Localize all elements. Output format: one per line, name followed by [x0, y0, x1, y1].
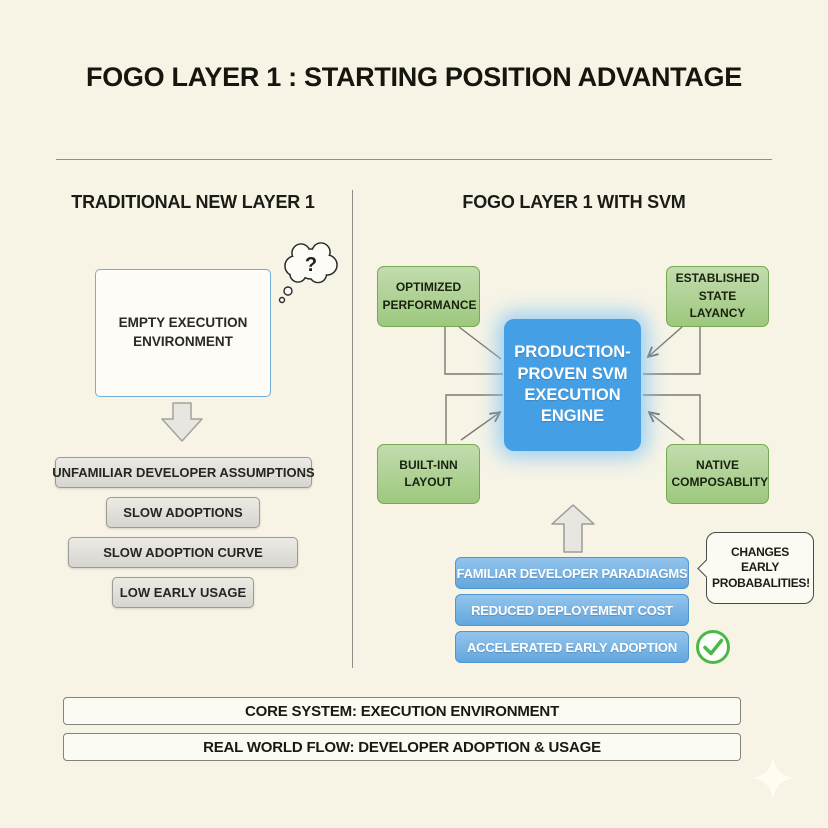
feature-optimized-performance: OPTIMIZED PERFORMANCE — [377, 266, 480, 327]
consequence-slow-adoption-curve: SLOW ADOPTION CURVE — [68, 537, 298, 568]
benefit-reduced-deployment-cost: REDUCED DEPLOYEMENT COST — [455, 594, 689, 626]
sparkle-icon — [752, 757, 794, 799]
consequence-label: LOW EARLY USAGE — [119, 585, 247, 600]
consequence-label: UNFAMILIAR DEVELOPER ASSUMPTIONS — [52, 465, 315, 480]
consequence-slow-adoptions: SLOW ADOPTIONS — [106, 497, 260, 528]
empty-execution-environment-box: EMPTY EXECUTION ENVIRONMENT — [95, 269, 271, 397]
page-title: FOGO LAYER 1 : STARTING POSITION ADVANTA… — [86, 62, 742, 92]
footer-real-world-flow: REAL WORLD FLOW: DEVELOPER ADOPTION & US… — [63, 733, 741, 761]
feature-label: OPTIMIZED PERFORMANCE — [382, 280, 477, 312]
right-panel-heading: FOGO LAYER 1 WITH SVM — [462, 192, 686, 212]
consequence-low-early-usage: LOW EARLY USAGE — [112, 577, 254, 608]
callout-speech-bubble: CHANGES EARLY PROBABALITIES! — [706, 532, 814, 604]
thought-bubble-icon: ? — [278, 242, 338, 304]
consequence-label: SLOW ADOPTION CURVE — [103, 545, 263, 560]
feature-label: BUILT-INN LAYOUT — [399, 457, 458, 489]
footer-core-system: CORE SYSTEM: EXECUTION ENVIRONMENT — [63, 697, 741, 725]
consequence-unfamiliar-assumptions: UNFAMILIAR DEVELOPER ASSUMPTIONS — [52, 457, 315, 488]
benefit-familiar-developer-paradigms: FAMILIAR DEVELOPER PARADIAGMS — [455, 557, 689, 589]
benefit-label: REDUCED DEPLOYEMENT COST — [471, 602, 673, 618]
empty-execution-environment-label: EMPTY EXECUTION ENVIRONMENT — [118, 315, 248, 349]
svm-execution-engine-label: PRODUCTION-PROVEN SVM EXECUTION ENGINE — [514, 343, 631, 426]
left-panel-heading: TRADITIONAL NEW LAYER 1 — [71, 192, 315, 212]
callout-text: CHANGES EARLY PROBABALITIES! — [712, 544, 810, 590]
footer-label: REAL WORLD FLOW: DEVELOPER ADOPTION & US… — [203, 738, 601, 756]
feature-label: ESTABLISHED STATE LAYANCY — [675, 271, 760, 321]
check-icon — [696, 630, 730, 664]
benefit-accelerated-early-adoption: ACCELERATED EARLY ADOPTION — [455, 631, 689, 663]
column-divider — [352, 190, 353, 668]
feature-established-state-layancy: ESTABLISHED STATE LAYANCY — [666, 266, 769, 327]
svm-execution-engine-box: PRODUCTION-PROVEN SVM EXECUTION ENGINE — [504, 319, 641, 451]
benefit-label: FAMILIAR DEVELOPER PARADIAGMS — [456, 565, 688, 581]
feature-built-in-layout: BUILT-INN LAYOUT — [377, 444, 480, 504]
question-mark-icon: ? — [305, 254, 317, 276]
feature-native-composability: NATIVE COMPOSABLITY — [666, 444, 769, 504]
footer-label: CORE SYSTEM: EXECUTION ENVIRONMENT — [244, 702, 560, 720]
up-arrow-icon — [551, 504, 595, 553]
feature-label: NATIVE COMPOSABLITY — [671, 457, 769, 489]
header-divider — [56, 159, 772, 160]
consequence-label: SLOW ADOPTIONS — [123, 505, 243, 520]
benefit-label: ACCELERATED EARLY ADOPTION — [466, 639, 678, 655]
down-arrow-icon — [161, 402, 203, 442]
